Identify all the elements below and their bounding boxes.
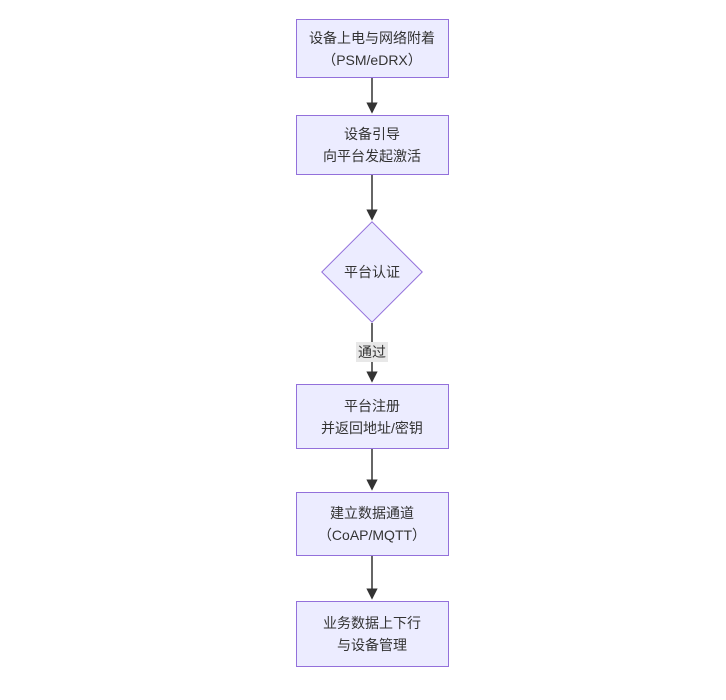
node-register: 平台注册 并返回地址/密钥 bbox=[295, 384, 449, 449]
node-data-channel-line1: 建立数据通道 bbox=[330, 505, 414, 521]
node-register-line2: 并返回地址/密钥 bbox=[321, 419, 423, 436]
node-power-attach-line1: 设备上电与网络附着 bbox=[309, 29, 435, 46]
decision-node-label: 平台认证 bbox=[344, 264, 400, 280]
node-business-data-line1: 业务数据上下行 bbox=[323, 615, 421, 631]
node-business-data: 业务数据上下行 与设备管理 bbox=[295, 601, 449, 667]
edge-label-pass: 通过 bbox=[356, 342, 388, 362]
node-bootstrap: 设备引导 向平台发起激活 bbox=[295, 115, 449, 175]
node-bootstrap-line1: 设备引导 bbox=[344, 126, 400, 142]
node-data-channel: 建立数据通道 （CoAP/MQTT） bbox=[295, 492, 449, 556]
decision-node-platform-auth: 平台认证 bbox=[321, 221, 423, 323]
node-register-line1: 平台注册 bbox=[344, 397, 400, 414]
node-power-attach-line2: （PSM/eDRX） bbox=[322, 51, 422, 68]
node-data-channel-line2: （CoAP/MQTT） bbox=[317, 527, 427, 543]
node-bootstrap-line2: 向平台发起激活 bbox=[323, 148, 421, 164]
node-power-attach: 设备上电与网络附着 （PSM/eDRX） bbox=[295, 19, 449, 78]
node-business-data-line2: 与设备管理 bbox=[337, 637, 407, 653]
